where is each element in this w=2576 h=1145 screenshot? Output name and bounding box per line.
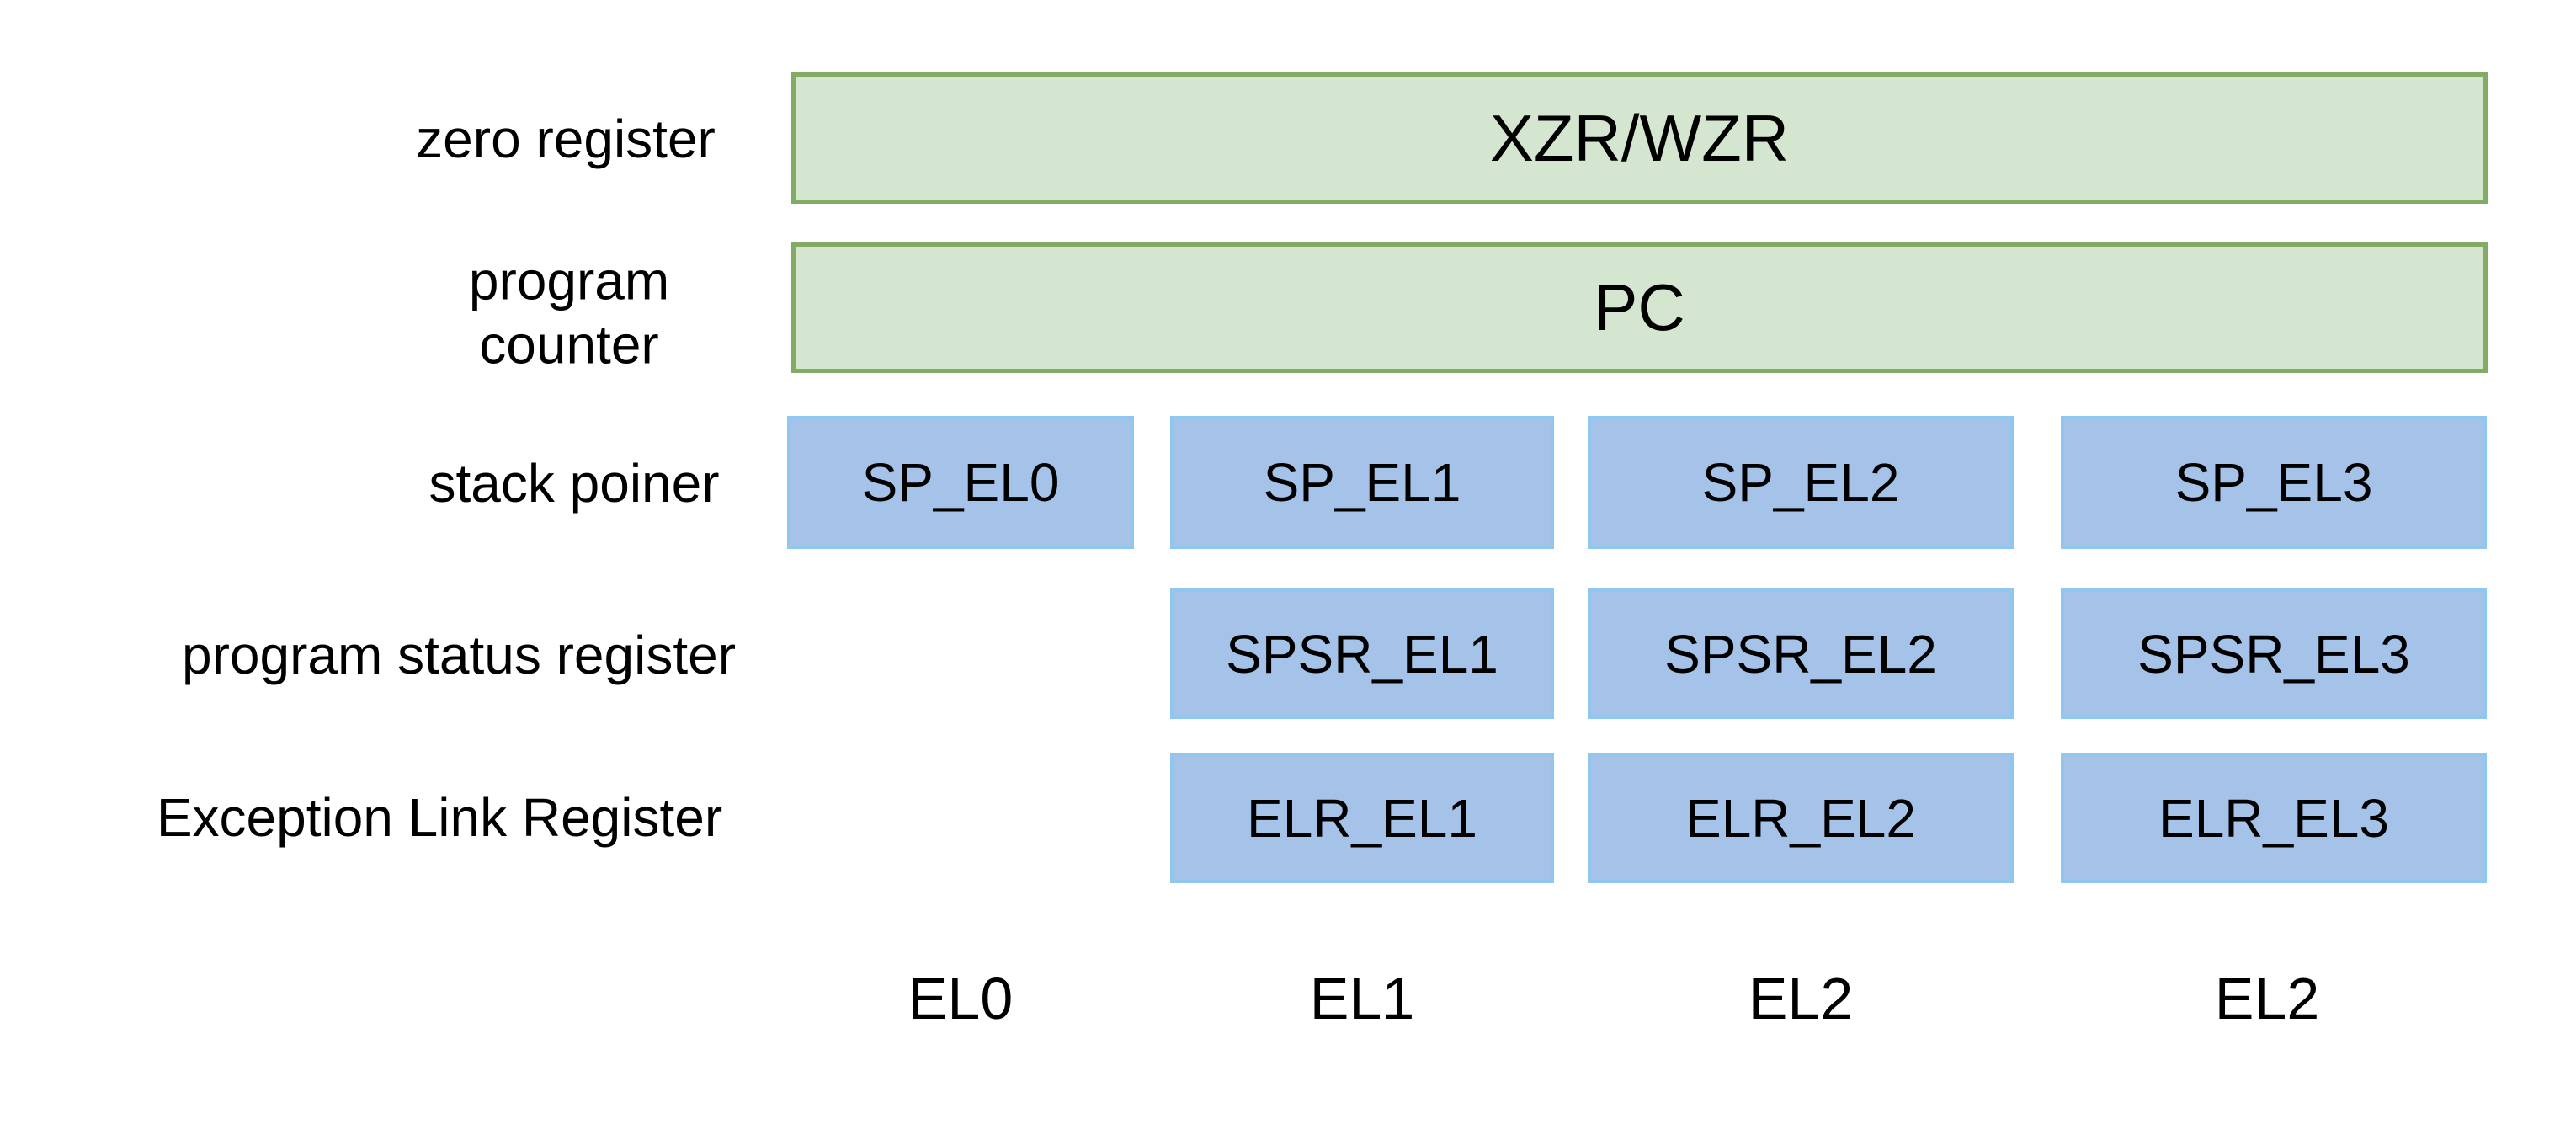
label-program-counter-line1: program bbox=[468, 250, 670, 312]
register-box-xzr-wzr: XZR/WZR bbox=[791, 72, 2488, 204]
exception-level-label-el2-duplicate: EL2 bbox=[2214, 966, 2320, 1031]
register-box-spsr-el1: SPSR_EL1 bbox=[1170, 588, 1554, 719]
label-stack-pointer: stack poiner bbox=[428, 453, 720, 514]
label-zero-register: zero register bbox=[416, 109, 716, 170]
register-box-sp-el1: SP_EL1 bbox=[1170, 416, 1554, 549]
register-box-sp-el2: SP_EL2 bbox=[1588, 416, 2014, 549]
label-exception-link-register: Exception Link Register bbox=[156, 787, 723, 849]
register-box-elr-el1: ELR_EL1 bbox=[1170, 753, 1554, 883]
register-box-sp-el0: SP_EL0 bbox=[787, 416, 1134, 549]
register-box-pc: PC bbox=[791, 242, 2488, 373]
exception-level-label-el0: EL0 bbox=[907, 966, 1014, 1031]
label-program-counter: program counter bbox=[469, 249, 669, 376]
register-box-elr-el2: ELR_EL2 bbox=[1588, 753, 2014, 883]
exception-level-label-el1: EL1 bbox=[1309, 966, 1415, 1031]
register-box-spsr-el2: SPSR_EL2 bbox=[1588, 588, 2014, 719]
label-program-status-register: program status register bbox=[181, 625, 737, 686]
register-box-spsr-el3: SPSR_EL3 bbox=[2061, 588, 2487, 719]
register-box-elr-el3: ELR_EL3 bbox=[2061, 753, 2487, 883]
label-program-counter-line2: counter bbox=[479, 314, 659, 375]
exception-level-label-el2: EL2 bbox=[1748, 966, 1854, 1031]
register-box-sp-el3: SP_EL3 bbox=[2061, 416, 2487, 549]
